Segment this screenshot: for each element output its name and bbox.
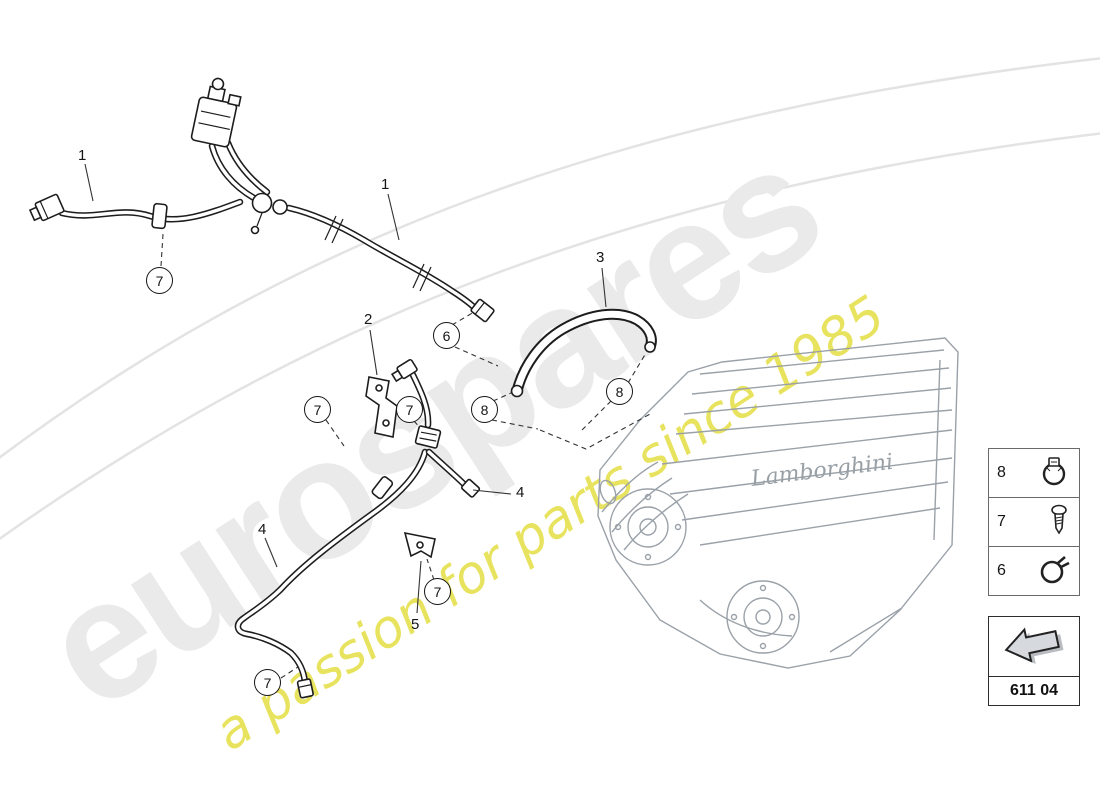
watermark: eurospares a passion for parts since 198…: [0, 57, 1100, 763]
callout-circle-7: 7: [424, 578, 451, 605]
hose-assembly-1: [28, 77, 495, 323]
legend-item-number: 6: [997, 562, 1006, 579]
hose-end-connector: [390, 358, 418, 383]
callout-4: 4: [258, 521, 267, 538]
callout-circle-8: 8: [606, 378, 633, 405]
hose-end-connector: [470, 298, 495, 323]
callout-2: 2: [364, 311, 373, 328]
direction-arrow-icon: [989, 617, 1079, 676]
callout-3: 3: [596, 249, 605, 266]
callout-circle-7: 7: [254, 669, 281, 696]
hose-clip: [371, 476, 394, 500]
dashed-leader-lines: [160, 233, 653, 679]
hose-end-connector: [460, 478, 481, 498]
watermark-swoosh: [0, 132, 1100, 541]
callout-circle-6: 6: [433, 322, 460, 349]
callout-circle-7: 7: [304, 396, 331, 423]
part-reference-box: 611 04: [988, 616, 1080, 706]
engine-badge-script: Lamborghini: [749, 450, 895, 492]
part-reference-code: 611 04: [989, 676, 1079, 705]
legend-row-7: 7: [989, 498, 1079, 547]
legend-item-number: 8: [997, 464, 1006, 481]
vacuum-pump: [190, 77, 242, 148]
spring-clamp-icon: [1037, 553, 1071, 590]
watermark-swoosh: [0, 57, 1100, 459]
callout-1: 1: [78, 147, 87, 164]
throttle-body-left: [609, 488, 687, 566]
fasteners-legend: 8 7: [988, 448, 1080, 596]
retaining-clip-5: [403, 531, 436, 559]
callout-circle-8: 8: [471, 396, 498, 423]
callout-4: 4: [516, 484, 525, 501]
hose-assembly-4: [234, 358, 481, 699]
callout-1: 1: [381, 176, 390, 193]
legend-row-8: 8: [989, 449, 1079, 498]
t-junction-fitting: [250, 192, 288, 235]
callout-circle-7: 7: [146, 267, 173, 294]
mounting-bracket: [365, 376, 398, 438]
hose-clamp-icon: [1037, 455, 1071, 492]
inline-valve: [414, 425, 442, 449]
hose-cut-marks: [324, 215, 432, 292]
hose-end-connector: [28, 193, 65, 222]
hose-clip: [151, 202, 168, 230]
throttle-body-right: [726, 580, 800, 654]
callout-circle-7: 7: [396, 396, 423, 423]
callout-5: 5: [411, 616, 420, 633]
hose-3: [510, 308, 657, 398]
screw-icon: [1047, 504, 1071, 541]
solid-leader-lines: [84, 163, 607, 614]
hose-end-connector: [296, 678, 314, 699]
legend-item-number: 7: [997, 513, 1006, 530]
legend-row-6: 6: [989, 547, 1079, 595]
